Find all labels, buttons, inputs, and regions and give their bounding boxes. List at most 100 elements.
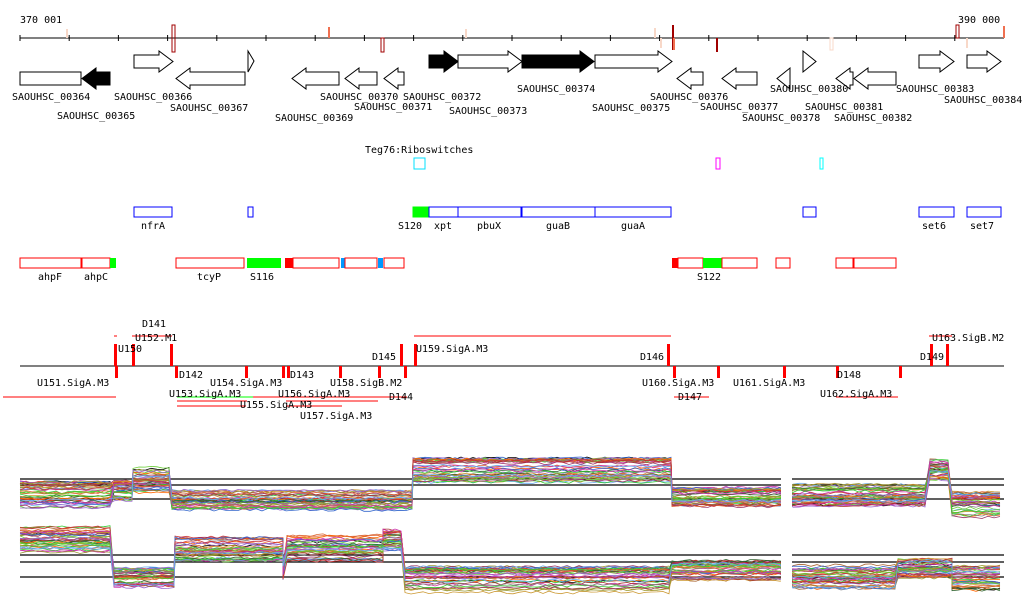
operon-label: U163.SigB.M2 [932,333,1004,344]
gene-arrow [721,67,758,90]
operon-label: U153.SigA.M3 [169,389,241,400]
operon-marker [400,344,403,366]
gene-label: SAOUHSC_00376 [650,92,728,103]
red-feature [677,257,704,269]
expression-profile-line [19,540,1001,585]
gene-arrow [966,50,1002,73]
operon-label: U155.SigA.M3 [240,400,312,411]
operon-label: D149 [920,352,944,363]
gene-label: SAOUHSC_00370 [320,92,398,103]
gene-arrow [291,67,340,90]
expression-profile-line [19,536,1001,590]
gene-arrow [457,50,523,73]
gene-arrow [247,49,255,73]
gene-arrow [776,66,791,91]
expression-profile-line [19,528,1001,584]
operon-marker [717,366,720,378]
riboswitch-track: Teg76:Riboswitches [365,145,824,170]
red-feature [775,257,791,269]
gene-label: SAOUHSC_00378 [742,113,820,124]
gene-label: SAOUHSC_00381 [805,102,883,113]
operon-label: U154.SigA.M3 [210,378,282,389]
gene-label: SAOUHSC_00383 [896,84,974,95]
expression-profile-line [19,456,1001,512]
blue-feature-label: guaA [621,221,645,232]
riboswitch-track-label: Teg76:Riboswitches [365,145,473,156]
coordinate-ruler: 370 001 390 000 [19,15,1005,53]
blue-feature-label: xpt [434,221,452,232]
ruler-marker [328,27,330,38]
blue-feature [521,206,596,218]
expression-profile-line [19,534,1001,587]
operon-label: U159.SigA.M3 [416,344,488,355]
operon-marker [115,366,118,378]
red-feature [383,257,405,269]
gene-label: SAOUHSC_00384 [944,95,1022,106]
expression-profile-line [19,461,1001,508]
ruler-marker [66,29,68,38]
operon-marker [282,366,285,378]
operon-label: U162.SigA.M3 [820,389,892,400]
red-feature [175,257,245,269]
operon-label: D146 [640,352,664,363]
ruler-end-label: 390 000 [958,15,1000,26]
operon-marker [339,366,342,378]
expression-profile-line [19,544,1001,580]
gene-label: SAOUHSC_00380 [770,84,848,95]
gene-label: SAOUHSC_00371 [354,102,432,113]
operon-marker [175,366,178,378]
expression-plots [19,440,1004,600]
operon-label: D143 [290,370,314,381]
gene-arrow [133,50,174,73]
gene-arrow [676,67,704,90]
expression-profile-line [19,528,1001,587]
blue-feature-label: nfrA [141,221,165,232]
red-feature [81,257,111,269]
blue-feature [802,206,817,218]
gene-arrow [918,50,955,73]
red-feature-label: ahpF [38,272,62,283]
blue-feature [457,206,522,218]
riboswitch-box [413,157,426,170]
blue-feature-label: guaB [546,221,570,232]
operon-label: D148 [837,370,861,381]
expression-profile-line [19,467,1001,514]
gene-arrow [853,67,897,90]
expression-profile-line [20,533,1001,584]
gene-arrow [383,67,405,90]
red-feature [341,258,345,268]
expression-profile-line [19,470,1001,503]
ruler-marker [380,37,385,53]
gene-label: SAOUHSC_00375 [592,103,670,114]
expression-profile-line [19,468,1001,507]
red-feature-label: ahpC [84,272,108,283]
ruler-start-label: 370 001 [20,15,62,26]
red-feature-label: S116 [250,272,274,283]
expression-profile-line [19,467,1001,506]
red-feature [247,258,281,268]
operon-marker [414,344,417,366]
gene-label: SAOUHSC_00369 [275,113,353,124]
operon-marker [245,366,248,378]
ruler-marker [673,38,675,50]
blue-feature [412,206,430,218]
ruler-marker [171,24,176,53]
blue-feature [428,206,459,218]
gene-arrow [594,50,673,73]
gene-track: SAOUHSC_00364SAOUHSC_00365SAOUHSC_00366S… [12,49,1022,124]
blue-feature-label: set7 [970,221,994,232]
gene-arrow [19,71,82,86]
expression-profile-line [19,531,1001,585]
operon-label: D142 [179,370,203,381]
expression-profile-line [19,532,1001,590]
red-feature [721,257,758,269]
operon-marker [673,366,676,378]
blue-feature [133,206,173,218]
operon-marker [783,366,786,378]
gene-label: SAOUHSC_00365 [57,111,135,122]
gene-label: SAOUHSC_00374 [517,84,595,95]
blue-feature [966,206,1002,218]
operon-label: U151.SigA.M3 [37,378,109,389]
